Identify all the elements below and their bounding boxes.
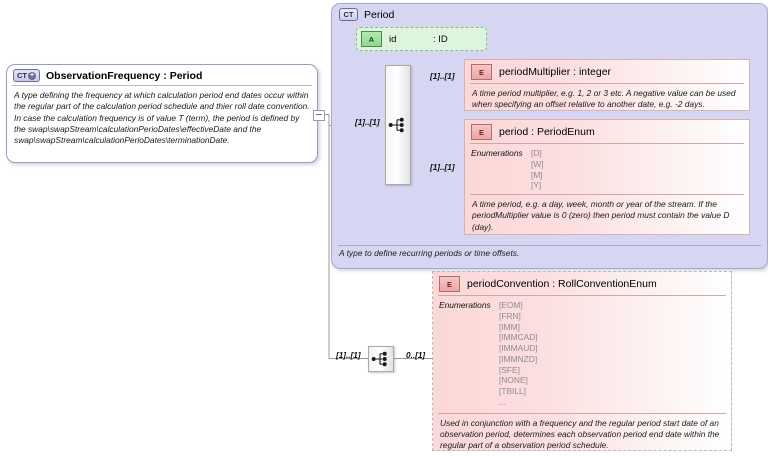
element-divider <box>470 194 744 195</box>
enumerations-list: [D][W][M][Y] <box>531 148 544 191</box>
element-periodconvention-title: periodConvention : RollConventionEnum <box>467 278 657 290</box>
element-periodmultiplier[interactable]: E periodMultiplier : integer A time peri… <box>464 59 750 111</box>
observationfrequency-root-box[interactable]: CT+ ObservationFrequency : Period A type… <box>6 64 318 163</box>
sequence-compositor-convention[interactable] <box>368 346 394 372</box>
enumerations-label: Enumerations <box>471 148 523 158</box>
period-footer-description: A type to define recurring periods or ti… <box>339 248 520 258</box>
enumerations-list: [EOM][FRN][IMM][IMMCAD][IMMAUD][IMMNZD][… <box>499 300 538 408</box>
enumerations-label: Enumerations <box>439 300 491 310</box>
period-footer-divider <box>338 245 761 246</box>
element-divider <box>470 83 744 84</box>
enumeration-value: [W] <box>531 158 544 169</box>
element-divider <box>438 295 726 296</box>
element-period-enumerations: Enumerations [D][W][M][Y] <box>465 144 749 194</box>
sequence-compositor-main[interactable] <box>385 65 411 185</box>
enumeration-value: [NONE] <box>499 375 528 386</box>
cardinality-sequence-to-period: [1]..[1] <box>430 163 455 172</box>
element-period-header: E period : PeriodEnum <box>465 120 749 143</box>
element-periodconvention-description: Used in conjunction with a frequency and… <box>440 417 720 451</box>
plus-icon: + <box>28 71 36 80</box>
enumeration-value: ... <box>499 396 506 407</box>
cardinality-root-to-convention-sequence: [1]..[1] <box>336 351 361 360</box>
enumeration-value: [D] <box>531 148 542 158</box>
enumeration-value: [IMMCAD] <box>499 332 538 343</box>
collapse-minus-icon[interactable] <box>313 110 325 121</box>
cardinality-root-to-sequence: [1]..[1] <box>355 118 380 127</box>
observationfrequency-title: ObservationFrequency : Period <box>46 69 203 82</box>
attribute-id-type: : ID <box>433 33 448 45</box>
complextype-expand-badge[interactable]: CT+ <box>13 69 40 82</box>
period-complextype-title: Period <box>364 8 395 21</box>
element-periodmultiplier-title: periodMultiplier : integer <box>499 66 612 78</box>
element-periodconvention[interactable]: E periodConvention : RollConventionEnum … <box>432 271 732 451</box>
attribute-id-box[interactable]: A id : ID <box>356 27 487 51</box>
element-periodmultiplier-description: A time period multiplier, e.g. 1, 2 or 3… <box>472 88 736 110</box>
element-periodconvention-enumerations: Enumerations [EOM][FRN][IMM][IMMCAD][IMM… <box>433 296 731 411</box>
enumeration-value: [SFE] <box>499 364 520 375</box>
observationfrequency-description: A type defining the frequency at which c… <box>14 90 310 145</box>
element-periodconvention-header: E periodConvention : RollConventionEnum <box>433 272 731 295</box>
element-badge: E <box>471 124 492 140</box>
element-divider <box>438 412 726 414</box>
element-periodmultiplier-header: E periodMultiplier : integer <box>465 60 749 83</box>
element-divider <box>470 143 744 144</box>
enumeration-value: [M] <box>531 169 543 180</box>
cardinality-sequence-to-multiplier: [1]..[1] <box>430 72 455 81</box>
element-period-description: A time period, e.g. a day, week, month o… <box>472 199 730 232</box>
sequence-icon <box>371 351 387 367</box>
observationfrequency-header: CT+ ObservationFrequency : Period <box>7 65 317 85</box>
attribute-id-row: A id : ID <box>357 28 486 50</box>
enumeration-value: [EOM] <box>499 300 523 310</box>
enumeration-value: [IMMAUD] <box>499 343 538 353</box>
element-period-title: period : PeriodEnum <box>499 126 595 138</box>
complextype-badge: CT <box>339 8 358 21</box>
attribute-badge: A <box>361 31 382 47</box>
cardinality-convention-sequence-to-element: 0..[1] <box>406 351 426 360</box>
sequence-icon <box>388 117 404 133</box>
element-badge: E <box>471 64 492 80</box>
complextype-badge-label: CT <box>17 71 27 80</box>
enumeration-value: [Y] <box>531 180 542 191</box>
period-complextype-header: CT Period <box>332 4 767 21</box>
enumeration-value: [FRN] <box>499 310 521 321</box>
element-badge: E <box>439 276 460 292</box>
attribute-id-name: id <box>389 33 397 45</box>
enumeration-value: [IMMNZD] <box>499 353 538 364</box>
observationfrequency-divider <box>12 85 312 86</box>
enumeration-value: [TBILL] <box>499 386 526 396</box>
enumeration-value: [IMM] <box>499 321 520 332</box>
element-period[interactable]: E period : PeriodEnum Enumerations [D][W… <box>464 119 750 235</box>
